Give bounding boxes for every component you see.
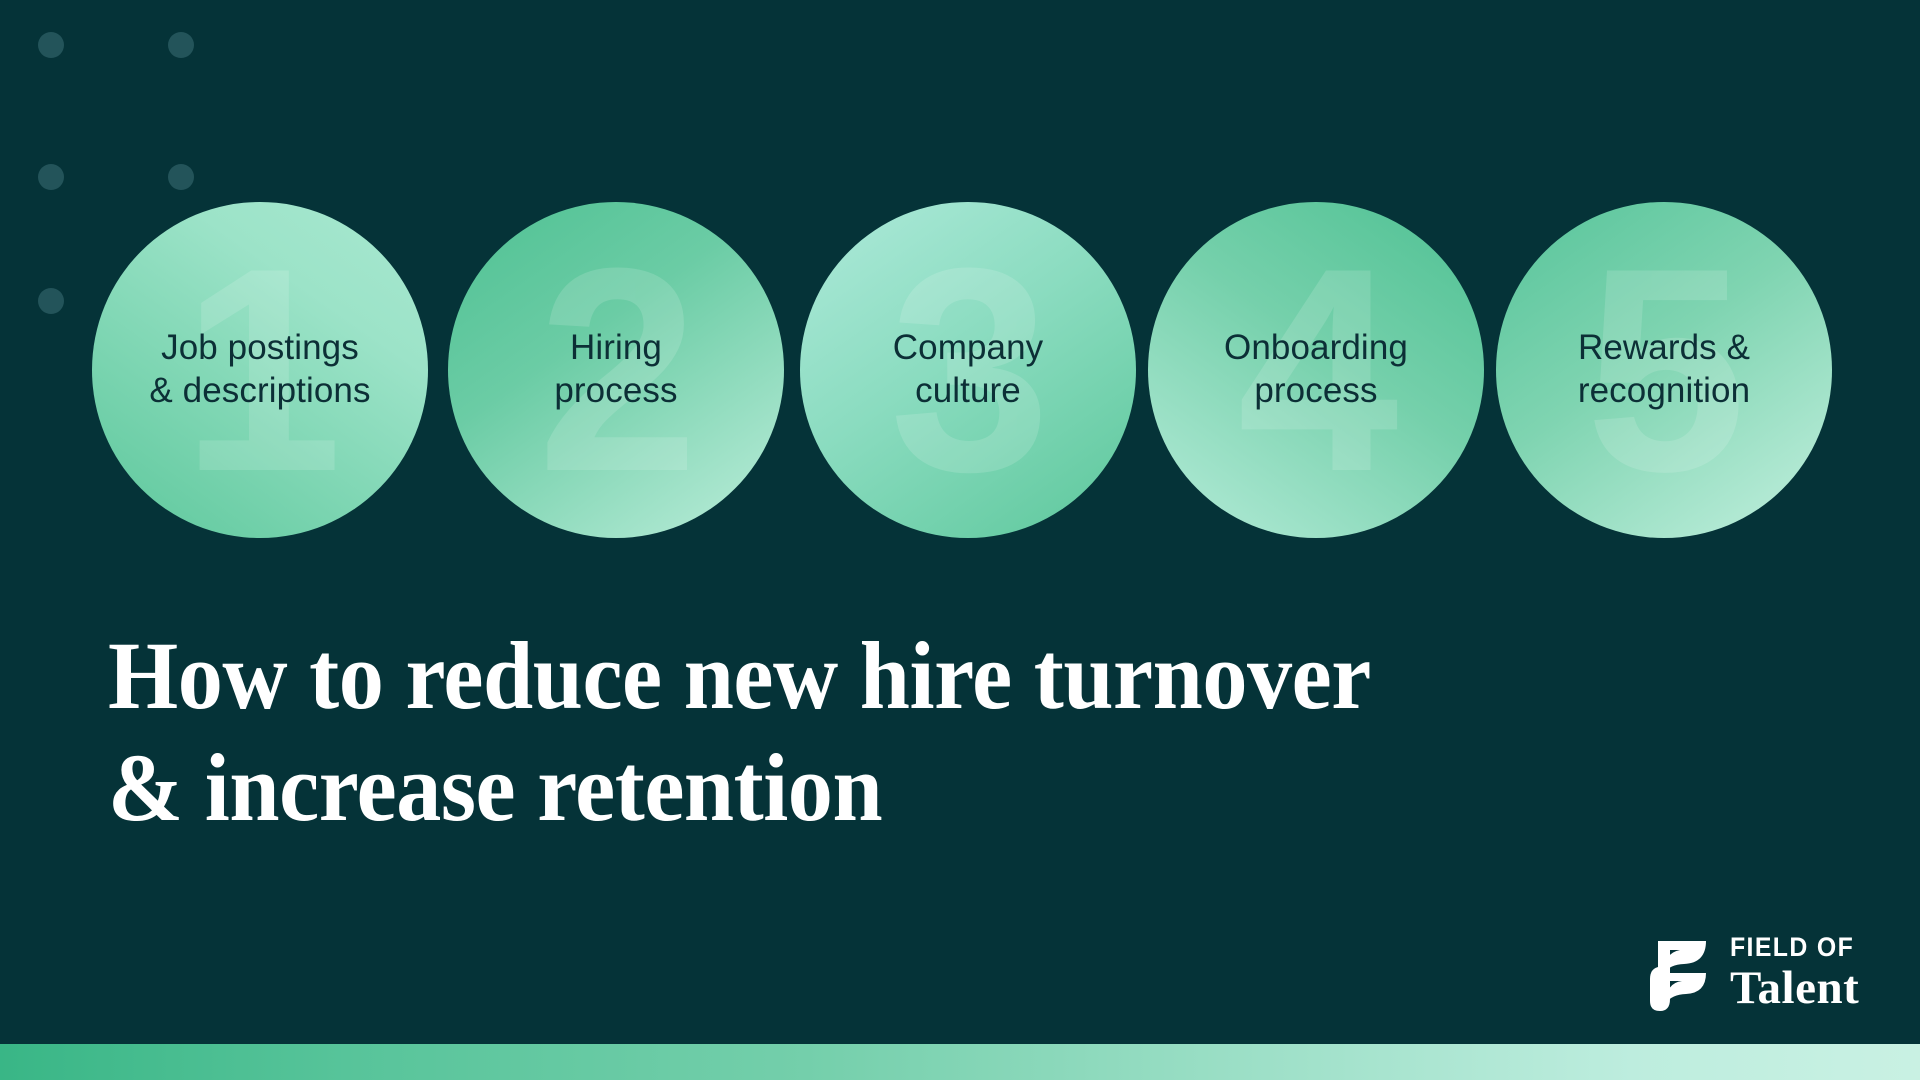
step-label-4: Onboarding process xyxy=(1224,328,1408,410)
decorative-dot xyxy=(38,288,64,314)
decorative-dot xyxy=(38,164,64,190)
leaf-f-icon xyxy=(1650,933,1714,1015)
page-title: How to reduce new hire turnover & increa… xyxy=(108,620,1518,845)
decorative-dot-grid xyxy=(0,0,280,420)
headline-line-1: How to reduce new hire turnover xyxy=(108,622,1371,729)
step-circle-1[interactable]: 1 Job postings & descriptions xyxy=(92,202,428,538)
decorative-dot xyxy=(168,32,194,58)
step-circle-5[interactable]: 5 Rewards & recognition xyxy=(1496,202,1832,538)
decorative-dot xyxy=(168,164,194,190)
step-label-5: Rewards & recognition xyxy=(1577,328,1751,410)
step-circles-row: 1 Job postings & descriptions 2 Hiring p… xyxy=(0,202,1920,542)
logo-text-top: FIELD OF xyxy=(1730,932,1855,963)
decorative-dot xyxy=(38,32,64,58)
step-circle-3[interactable]: 3 Company culture xyxy=(800,202,1136,538)
step-circle-4[interactable]: 4 Onboarding process xyxy=(1148,202,1484,538)
logo-wordmark: FIELD OF Talent xyxy=(1730,934,1865,1014)
step-label-3: Company culture xyxy=(892,328,1044,410)
bottom-gradient-bar xyxy=(0,1044,1920,1080)
logo-text-bottom: Talent xyxy=(1730,962,1860,1015)
step-label-1: Job postings & descriptions xyxy=(149,328,371,410)
headline-line-2: & increase retention xyxy=(108,734,883,842)
step-label-2: Hiring process xyxy=(554,328,678,410)
brand-logo: FIELD OF Talent xyxy=(1650,933,1865,1015)
step-circle-2[interactable]: 2 Hiring process xyxy=(448,202,784,538)
